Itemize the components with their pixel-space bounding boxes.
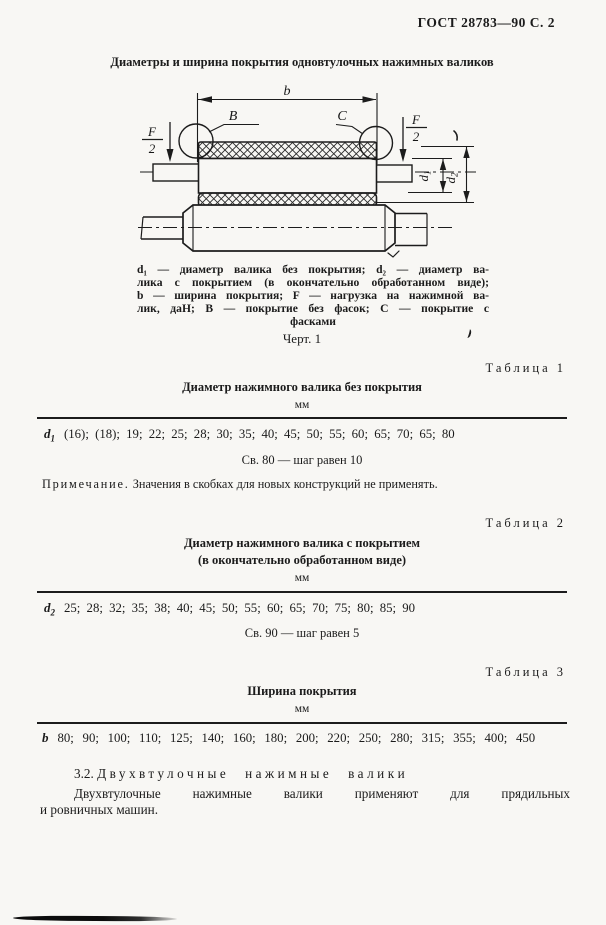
table1-note: Примечание. Значения в скобках для новых… xyxy=(42,477,576,492)
figure-caption-line: лик, даН; B — покрытие без фасок; C — по… xyxy=(137,302,489,316)
scan-smudge xyxy=(12,915,178,922)
table1-note-text: Значения в скобках для новых конструкций… xyxy=(129,477,438,491)
table1-note-label: Примечание. xyxy=(42,477,130,491)
force-left: F 2 xyxy=(142,122,174,162)
table1-values-row: d1 (16); (18); 19; 22; 25; 28; 30; 35; 40… xyxy=(44,426,589,444)
table2-step-note: Св. 90 — шаг равен 5 xyxy=(244,626,360,640)
figure-caption-line: b — ширина покрытия; F — нагрузка на наж… xyxy=(137,289,489,303)
section-heading-text: Двухвтулочные нажимные валики xyxy=(97,766,409,781)
detail-circle-B xyxy=(178,123,214,159)
table1-step-note: Св. 80 — шаг равен 10 xyxy=(241,453,363,467)
dim-b-label: b xyxy=(284,84,291,99)
table2-rule xyxy=(37,591,567,593)
figure-caption-line: d₁ — диаметр валика без покрытия; d₂ — д… xyxy=(137,263,489,276)
table3-caption: Таблица 3 xyxy=(485,665,566,679)
table1-title: Диаметр нажимного валика без покрытия xyxy=(182,380,422,394)
table2-row-label: d2 xyxy=(44,600,56,618)
figure-caption-line: фасками xyxy=(290,315,336,329)
force-left-F: F xyxy=(147,124,157,139)
top-roller xyxy=(197,141,378,208)
table2-row-label-subscript: 2 xyxy=(50,607,56,618)
d1-letter: d xyxy=(416,175,431,182)
label-C: C xyxy=(337,109,347,124)
page-header: ГОСТ 28783—90 С. 2 xyxy=(417,15,555,30)
table2-unit: мм xyxy=(294,572,310,584)
table3-row-label: b xyxy=(42,730,49,745)
detail-circle-C xyxy=(358,125,394,161)
table1-caption: Таблица 1 xyxy=(485,361,566,375)
table2-title-line1: Диаметр нажимного валика с покрытием xyxy=(183,536,421,550)
table1-row-label: d1 xyxy=(44,426,56,444)
section-number: 3.2. xyxy=(74,766,94,781)
force-right-2: 2 xyxy=(413,129,420,144)
leader-C xyxy=(335,123,364,135)
table3-values: 80; 90; 100; 110; 125; 140; 160; 180; 20… xyxy=(57,731,536,745)
table3-rule xyxy=(37,722,567,724)
coating-band-top xyxy=(197,141,378,160)
d2-subscript: 2 xyxy=(450,172,460,177)
scan-artifact xyxy=(387,250,400,258)
table2-caption: Таблица 2 xyxy=(485,516,566,530)
table1-rule xyxy=(37,417,567,419)
table1-values: (16); (18); 19; 22; 25; 28; 30; 35; 40; … xyxy=(64,427,455,441)
page-title: Диаметры и ширина покрытия одновтулочных… xyxy=(110,55,494,69)
force-left-2: 2 xyxy=(149,141,156,156)
roller-body xyxy=(197,157,378,194)
dimension-b xyxy=(196,93,378,164)
section-heading: 3.2. Двухвтулочные нажимные валики xyxy=(74,766,594,782)
dimension-d2 xyxy=(376,145,474,204)
figure-caption: d₁ — диаметр валика без покрытия; d₂ — д… xyxy=(137,263,489,328)
table2-row-label-letter: d xyxy=(44,600,51,615)
table3-unit: мм xyxy=(294,703,310,715)
table2-values: 25; 28; 32; 35; 38; 40; 45; 50; 55; 60; … xyxy=(64,601,416,615)
figure-number: Черт. 1 xyxy=(282,331,322,346)
technical-drawing: b B C F 2 F 2 d1 d2 xyxy=(138,84,476,258)
d2-letter: d xyxy=(443,177,458,184)
table1-row-label-subscript: 1 xyxy=(50,433,56,444)
section-paragraph-line: и ровничных машин. xyxy=(40,801,158,817)
top-roller-axles xyxy=(152,163,413,183)
label-B: B xyxy=(229,109,238,124)
table3-title: Ширина покрытия xyxy=(247,684,357,698)
lower-roller xyxy=(138,204,455,252)
scan-artifact xyxy=(453,130,458,141)
section-paragraph-line: Двухвтулочные нажимные валики применяют … xyxy=(74,786,570,801)
table3-values-row: b 80; 90; 100; 110; 125; 140; 160; 180; 2… xyxy=(42,730,587,746)
dim-d2-label: d2 xyxy=(443,172,460,184)
table2-values-row: d2 25; 28; 32; 35; 38; 40; 45; 50; 55; 60… xyxy=(44,600,589,618)
table1-unit: мм xyxy=(294,399,310,411)
table2-title-line2: (в окончательно обработанном виде) xyxy=(197,553,407,567)
force-right-F: F xyxy=(411,112,421,127)
dim-d1-label: d1 xyxy=(416,171,433,182)
dimension-d1 xyxy=(408,157,452,194)
leader-B xyxy=(208,123,259,133)
force-right: F 2 xyxy=(399,112,427,162)
figure-caption-line: лика с покрытием (в окончательно обработ… xyxy=(137,276,489,290)
section-paragraph: Двухвтулочные нажимные валики применяют … xyxy=(40,786,570,817)
table1-row-label-letter: d xyxy=(44,426,51,441)
d1-subscript: 1 xyxy=(423,171,433,176)
